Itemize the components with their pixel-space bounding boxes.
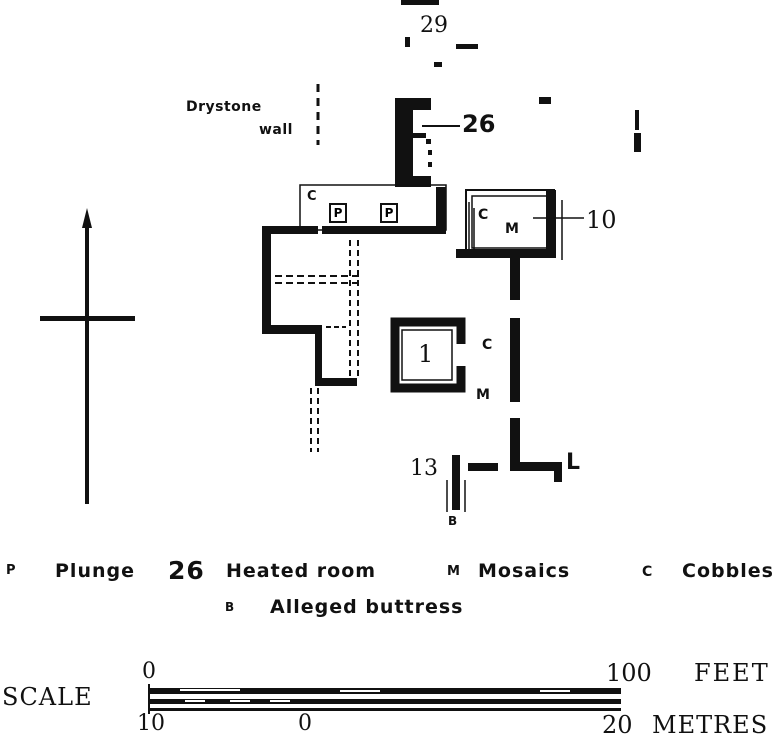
legend-heated-text: Heated room (226, 560, 377, 582)
room-10-label: 10 (586, 206, 617, 234)
scale-feet-unit: FEET (694, 659, 770, 687)
plunge-label: P (329, 203, 347, 223)
room-13-buttress (446, 455, 466, 512)
legend-buttress-text: Alleged buttress (270, 596, 464, 618)
legend-cobbles-key: C (642, 564, 654, 580)
scale-metres-zero: 0 (298, 711, 312, 736)
mosaics-label: M (476, 387, 490, 403)
scale-feet-start: 0 (142, 659, 156, 684)
legend-mosaics-key: M (447, 564, 461, 579)
drystone-label-line2: wall (259, 122, 293, 138)
legend-cobbles-text: Cobbles (682, 560, 774, 582)
room-1-label: 1 (418, 340, 434, 368)
legend-plunge-key: P (6, 563, 17, 578)
cobbles-label: C (307, 189, 317, 204)
room-26-label: 26 (462, 110, 496, 138)
scale-bars (148, 684, 621, 714)
east-wall (468, 256, 562, 482)
drystone-label-line1: Drystone (186, 99, 262, 115)
legend-plunge-text: Plunge (55, 560, 135, 582)
mosaics-label: M (505, 221, 519, 237)
scale-metres-start: 10 (137, 711, 165, 736)
room-29-label: 29 (420, 13, 448, 38)
legend-mosaics-text: Mosaics (478, 560, 571, 582)
room-1 (390, 317, 466, 393)
north-arrow-icon (40, 208, 135, 504)
buttress-label: B (448, 514, 458, 528)
legend-buttress-key: B (225, 600, 236, 614)
room-29-walls (401, 0, 478, 67)
legend-heated-key: 26 (168, 556, 205, 585)
scale-metres-unit: METRES (652, 711, 769, 739)
room-26-walls (395, 98, 460, 187)
corner-l-label: L (566, 450, 581, 475)
scale-metres-end: 20 (602, 711, 633, 739)
room-13-label: 13 (410, 456, 438, 481)
room-10 (456, 189, 584, 260)
scale-label: SCALE (2, 683, 93, 711)
dashed-walls (275, 240, 360, 452)
wall-fragments (539, 97, 641, 152)
scale-feet-end: 100 (606, 659, 652, 687)
cobbles-label: C (478, 207, 489, 223)
cobbles-label: C (482, 337, 493, 353)
plunge-label: P (380, 203, 398, 223)
plunge-room (299, 184, 447, 234)
west-wing-walls (262, 226, 357, 386)
